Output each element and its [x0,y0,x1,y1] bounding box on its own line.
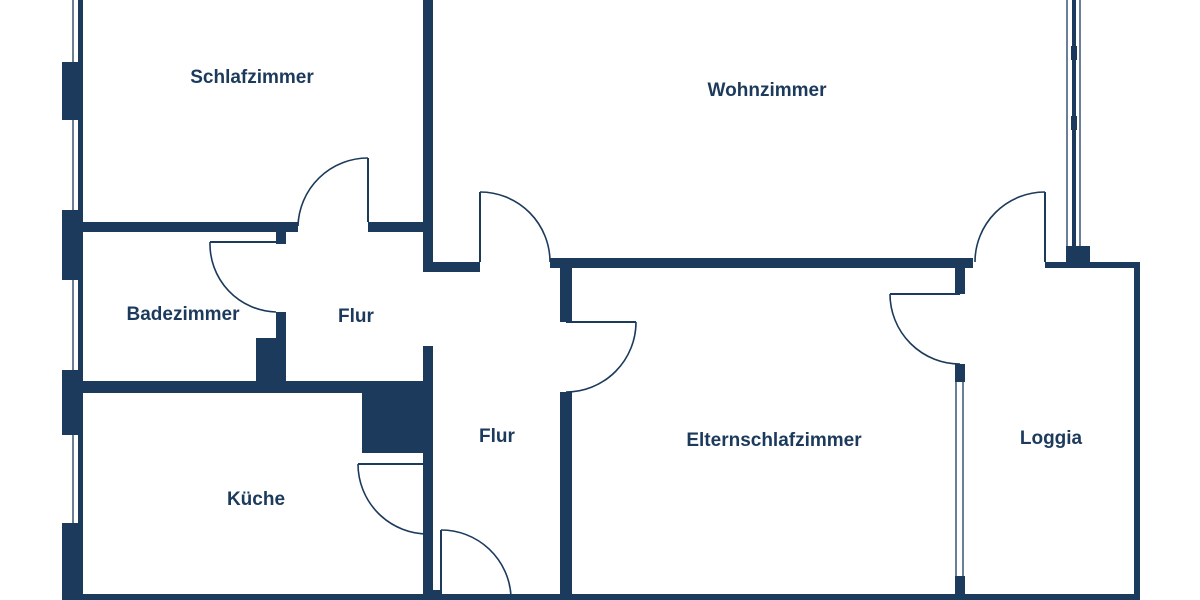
wall-bedroom-bottom-b [368,222,430,232]
wall-master-left-top [560,258,572,322]
room-label-badezimmer: Badezimmer [127,304,241,325]
wall-master-loggia-bottom [955,576,965,600]
room-labels: Schlafzimmer Wohnzimmer Badezimmer Flur … [127,67,1083,510]
door-entrance [440,529,512,597]
door-loggia-master [889,293,961,365]
pillar-left-3 [62,370,83,435]
wall-master-left [560,392,572,600]
room-label-flur-lower: Flur [479,426,515,447]
pillar-left-2 [62,210,83,280]
door-bedroom [297,157,369,227]
wall-bedroom-living [423,0,433,272]
wall-top-loggia [1045,262,1140,268]
wall-living-bottom-a [423,262,480,272]
pillar-left-4 [62,523,83,600]
wall-master-loggia-mid [955,364,965,382]
interior-walls [78,0,973,600]
room-label-schlafzimmer: Schlafzimmer [190,67,314,88]
room-label-kueche: Küche [227,489,285,510]
outer-walls [62,0,1140,600]
door-kitchen [357,463,429,535]
wall-bottom [62,594,1140,600]
doors [209,157,1046,597]
pillar-loggia [1066,246,1090,268]
wall-living-bottom-b [550,258,973,268]
wall-bath-bottom [78,381,428,393]
bath-shaft [256,338,286,386]
door-living-room [479,191,551,263]
wall-entrance-left [433,590,441,600]
wall-right-loggia [1134,262,1140,600]
door-bathroom [209,241,277,313]
wall-master-loggia-top [955,258,965,294]
wall-left [78,0,83,600]
wall-kitchen-hall [423,464,433,600]
kitchen-shaft [362,385,430,453]
windows [72,0,1081,576]
window-mullion-2 [1071,116,1077,130]
window-mullion-1 [1071,46,1077,60]
room-label-loggia: Loggia [1020,428,1083,449]
pillar-left-1 [62,62,83,120]
door-master-bedroom [565,321,637,393]
room-label-elternschlafzimmer: Elternschlafzimmer [686,430,862,451]
door-loggia-living [974,191,1046,263]
room-label-flur-upper: Flur [338,306,374,327]
room-label-wohnzimmer: Wohnzimmer [708,80,828,101]
wall-bath-right-top [276,232,286,244]
wall-bedroom-bottom-a [78,222,298,232]
